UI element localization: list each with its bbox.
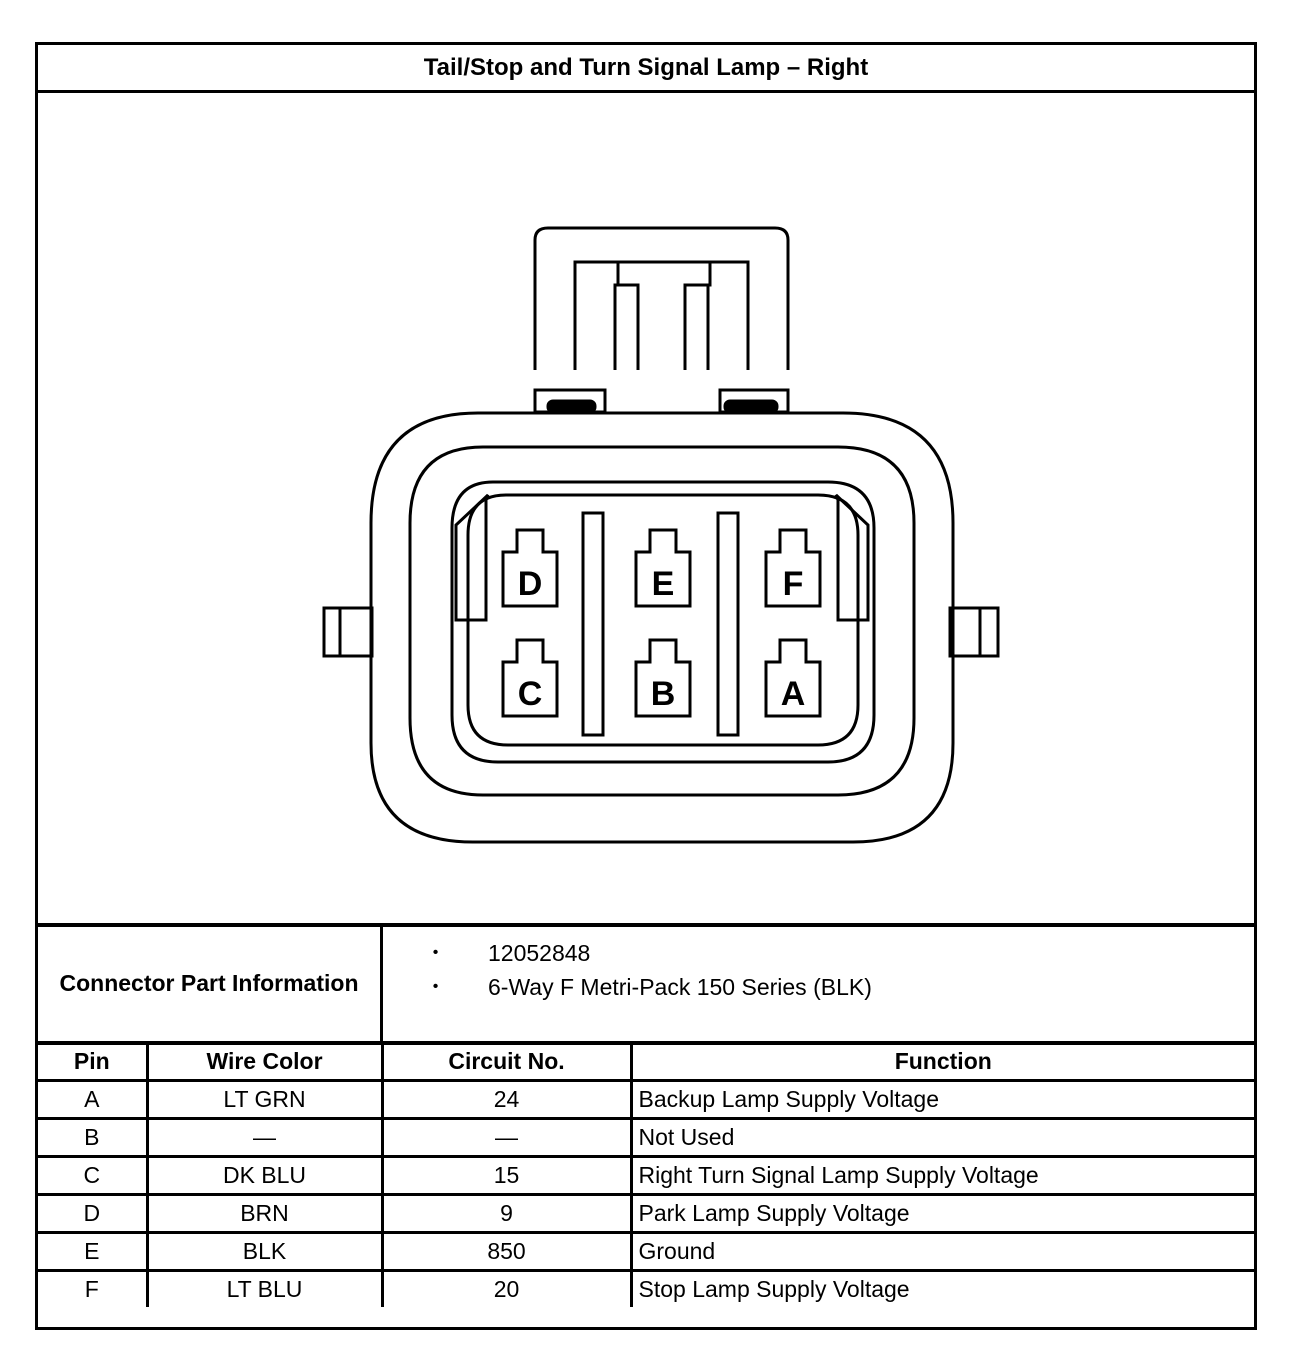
cell-pin: C [38,1155,149,1196]
pin-label-e: E [652,565,675,603]
terminal-cavity-e [634,528,692,608]
part-info-item: • 12052848 [383,936,1254,970]
table-row: C DK BLU 15 Right Turn Signal Lamp Suppl… [38,1155,1254,1196]
cell-function: Backup Lamp Supply Voltage [629,1079,1254,1120]
cell-wire-color: BRN [145,1193,384,1234]
header-function: Function [629,1044,1254,1082]
cell-circuit: 15 [380,1155,633,1196]
pin-label-c: C [518,675,543,713]
table-row: D BRN 9 Park Lamp Supply Voltage [38,1193,1254,1234]
pin-label-b: B [651,675,676,713]
terminal-cavity-c [501,638,559,718]
terminal-cavity-a [764,638,822,718]
cell-circuit: 9 [380,1193,633,1234]
housing-wall [408,445,916,797]
connector-face-diagram: D E F C B A [322,226,1000,844]
sheet-title: Tail/Stop and Turn Signal Lamp – Right [38,45,1254,93]
part-info-label: Connector Part Information [38,926,383,1041]
connector-drawing-area: D E F C B A [38,90,1254,927]
cell-function: Right Turn Signal Lamp Supply Voltage [629,1155,1254,1196]
housing-outer [369,411,955,844]
key-left [454,493,490,622]
pinout-table: Pin Wire Color Circuit No. Function A LT… [38,1044,1254,1307]
connector-description: 6-Way F Metri-Pack 150 Series (BLK) [488,973,872,1000]
locking-tab [533,226,790,414]
cell-wire-color: BLK [145,1231,384,1272]
cell-circuit: 850 [380,1231,633,1272]
terminal-cavity-d [501,528,559,608]
cell-pin: A [38,1079,149,1120]
table-header-row: Pin Wire Color Circuit No. Function [38,1044,1254,1082]
terminal-cavity-f [764,528,822,608]
cell-wire-color: — [145,1117,384,1158]
cell-function: Ground [629,1231,1254,1272]
side-latch-right [948,606,1000,658]
separator-rib [716,511,740,737]
cell-pin: B [38,1117,149,1158]
connector-part-information: Connector Part Information • 12052848 • … [38,926,1254,1045]
separator-rib [581,511,605,737]
cell-circuit: 24 [380,1079,633,1120]
connector-sheet: Tail/Stop and Turn Signal Lamp – Right [35,42,1257,1330]
header-wire-color: Wire Color [145,1044,384,1082]
cell-wire-color: DK BLU [145,1155,384,1196]
part-number: 12052848 [488,939,591,966]
part-info-item: • 6-Way F Metri-Pack 150 Series (BLK) [383,970,1254,1004]
cell-function: Stop Lamp Supply Voltage [629,1269,1254,1307]
cell-wire-color: LT BLU [145,1269,384,1307]
pin-label-f: F [783,565,804,603]
header-circuit-no: Circuit No. [380,1044,633,1082]
cell-pin: D [38,1193,149,1234]
cell-wire-color: LT GRN [145,1079,384,1120]
key-right [834,493,870,622]
table-row: E BLK 850 Ground [38,1231,1254,1272]
side-latch-left [322,606,374,658]
terminal-cavity-b [634,638,692,718]
cell-function: Not Used [629,1117,1254,1158]
cell-circuit: 20 [380,1269,633,1307]
bullet-icon: • [432,978,439,995]
pin-label-d: D [518,565,543,603]
pin-label-a: A [781,675,806,713]
cell-function: Park Lamp Supply Voltage [629,1193,1254,1234]
bullet-icon: • [432,944,439,961]
table-row: A LT GRN 24 Backup Lamp Supply Voltage [38,1079,1254,1120]
cell-pin: F [38,1269,149,1307]
part-info-list: • 12052848 • 6-Way F Metri-Pack 150 Seri… [383,936,1254,1004]
header-pin: Pin [38,1044,149,1082]
cell-pin: E [38,1231,149,1272]
table-row: B — — Not Used [38,1117,1254,1158]
cell-circuit: — [380,1117,633,1158]
table-row: F LT BLU 20 Stop Lamp Supply Voltage [38,1269,1254,1307]
housing-cavity [450,480,876,764]
